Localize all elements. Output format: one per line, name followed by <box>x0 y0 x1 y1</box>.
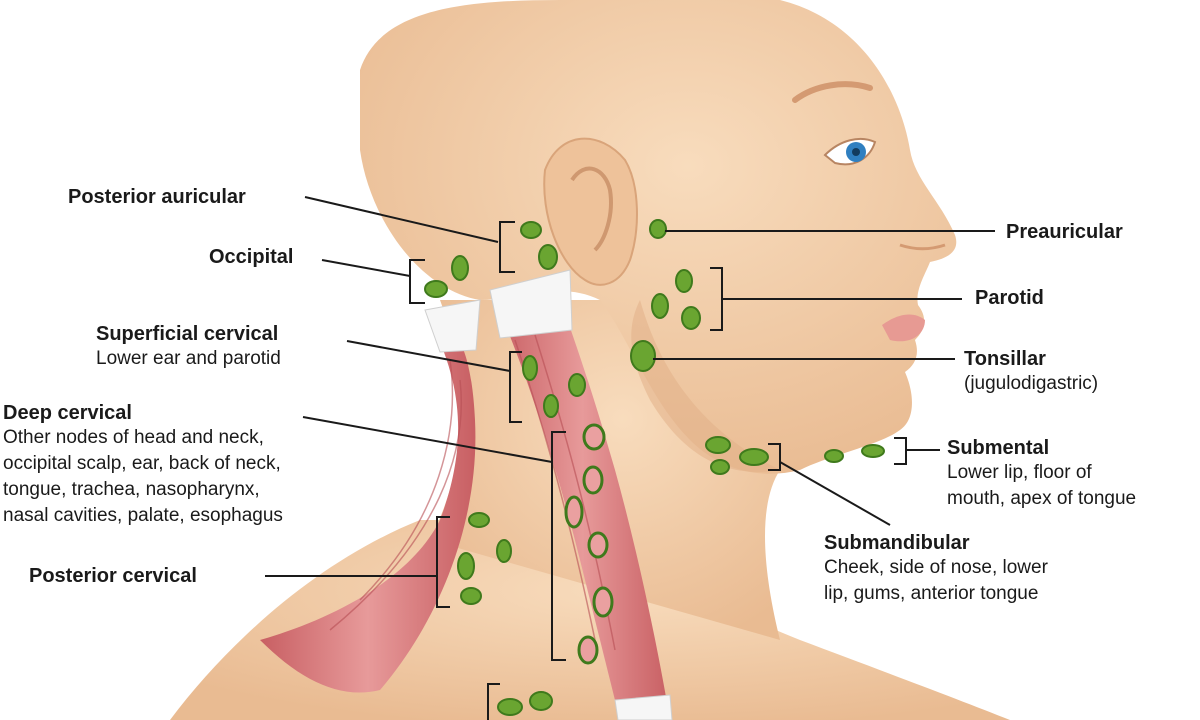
bracket-submental <box>894 437 907 465</box>
label-desc: (jugulodigastric) <box>964 373 1099 394</box>
node-lower-1 <box>497 698 523 716</box>
leader-deep-cervical <box>302 416 553 463</box>
node-deep-cervical-1 <box>582 423 606 451</box>
label-deep-cervical: Deep cervical Other nodes of head and ne… <box>3 401 283 529</box>
eyebrow <box>792 81 873 103</box>
label-title: Posterior cervical <box>29 565 197 587</box>
label-title: Preauricular <box>1006 221 1123 243</box>
node-submental-2 <box>861 444 885 458</box>
bracket-submandibular <box>768 443 781 471</box>
label-title: Parotid <box>975 287 1044 309</box>
label-posterior-cervical: Posterior cervical <box>29 564 197 588</box>
node-posterior-cervical-3 <box>496 539 512 563</box>
label-desc-line: Cheek, side of nose, lower <box>824 557 1048 578</box>
node-parotid-3 <box>681 306 701 330</box>
node-deep-cervical-3 <box>564 495 584 529</box>
node-submandibular-3 <box>739 448 769 466</box>
node-superficial-cervical-3 <box>543 394 559 418</box>
label-submental: Submental Lower lip, floor of mouth, ape… <box>947 436 1136 512</box>
jaw-shadow <box>631 300 780 472</box>
bracket-lower <box>487 683 500 720</box>
node-tonsillar <box>630 340 656 372</box>
label-desc-line: Lower lip, floor of <box>947 462 1092 483</box>
trapezius-muscle <box>260 320 476 693</box>
trapezius-tendon <box>424 299 481 353</box>
label-desc-line: tongue, trachea, nasopharynx, <box>3 479 260 500</box>
node-posterior-cervical-4 <box>460 587 482 605</box>
label-title: Posterior auricular <box>68 186 246 208</box>
label-desc: Lower ear and parotid <box>96 348 281 369</box>
label-desc-line: Other nodes of head and neck, <box>3 427 264 448</box>
node-posterior-cervical-2 <box>457 552 475 580</box>
label-title: Tonsillar <box>964 348 1046 370</box>
bracket-superficial-cervical <box>509 351 522 423</box>
node-deep-cervical-4 <box>587 531 609 559</box>
bracket-posterior-cervical <box>436 516 450 608</box>
node-posterior-auricular-2 <box>538 244 558 270</box>
label-superficial-cervical: Superficial cervical Lower ear and parot… <box>96 322 281 372</box>
node-superficial-cervical-1 <box>522 355 538 381</box>
label-occipital: Occipital <box>209 245 293 269</box>
ear-inner <box>570 166 613 252</box>
node-parotid-1 <box>675 269 693 293</box>
nostril <box>899 243 946 251</box>
node-lower-2 <box>529 691 553 711</box>
node-parotid-2 <box>651 293 669 319</box>
label-submandibular: Submandibular Cheek, side of nose, lower… <box>824 531 1048 607</box>
node-posterior-cervical-1 <box>468 512 490 528</box>
label-title: Occipital <box>209 246 294 268</box>
ear <box>543 137 638 286</box>
node-submental-1 <box>824 449 844 463</box>
bracket-posterior-auricular <box>499 221 515 273</box>
scm-tendon-top <box>489 269 573 339</box>
lips <box>882 314 925 342</box>
label-posterior-auricular: Posterior auricular <box>68 185 246 209</box>
label-tonsillar: Tonsillar (jugulodigastric) <box>964 347 1098 397</box>
label-title: Submental <box>947 437 1050 459</box>
leader-posterior-auricular <box>304 196 499 243</box>
node-submandibular-2 <box>710 459 730 475</box>
label-desc-line: nasal cavities, palate, esophagus <box>3 505 283 526</box>
label-desc-line: mouth, apex of tongue <box>947 488 1137 509</box>
label-title: Superficial cervical <box>96 323 279 345</box>
leader-occipital <box>321 259 411 277</box>
scm-tendon-bottom <box>614 694 673 720</box>
node-deep-cervical-5 <box>592 586 614 618</box>
bracket-deep-cervical <box>551 431 566 661</box>
leader-submandibular <box>779 461 891 526</box>
node-preauricular <box>649 219 667 239</box>
node-superficial-cervical-2 <box>568 373 586 397</box>
node-submandibular-1 <box>705 436 731 454</box>
node-occipital-2 <box>424 280 448 298</box>
bracket-parotid <box>710 267 723 331</box>
label-title: Submandibular <box>824 532 970 554</box>
node-deep-cervical-2 <box>582 465 604 495</box>
label-desc-line: occipital scalp, ear, back of neck, <box>3 453 281 474</box>
label-title: Deep cervical <box>3 402 132 424</box>
label-desc-line: lip, gums, anterior tongue <box>824 583 1039 604</box>
node-occipital-1 <box>451 255 469 281</box>
label-preauricular: Preauricular <box>1006 220 1123 244</box>
label-parotid: Parotid <box>975 286 1044 310</box>
bracket-occipital <box>409 259 425 304</box>
node-deep-cervical-6 <box>577 635 599 665</box>
leader-superficial-cervical <box>346 340 511 372</box>
node-posterior-auricular-1 <box>520 221 542 239</box>
